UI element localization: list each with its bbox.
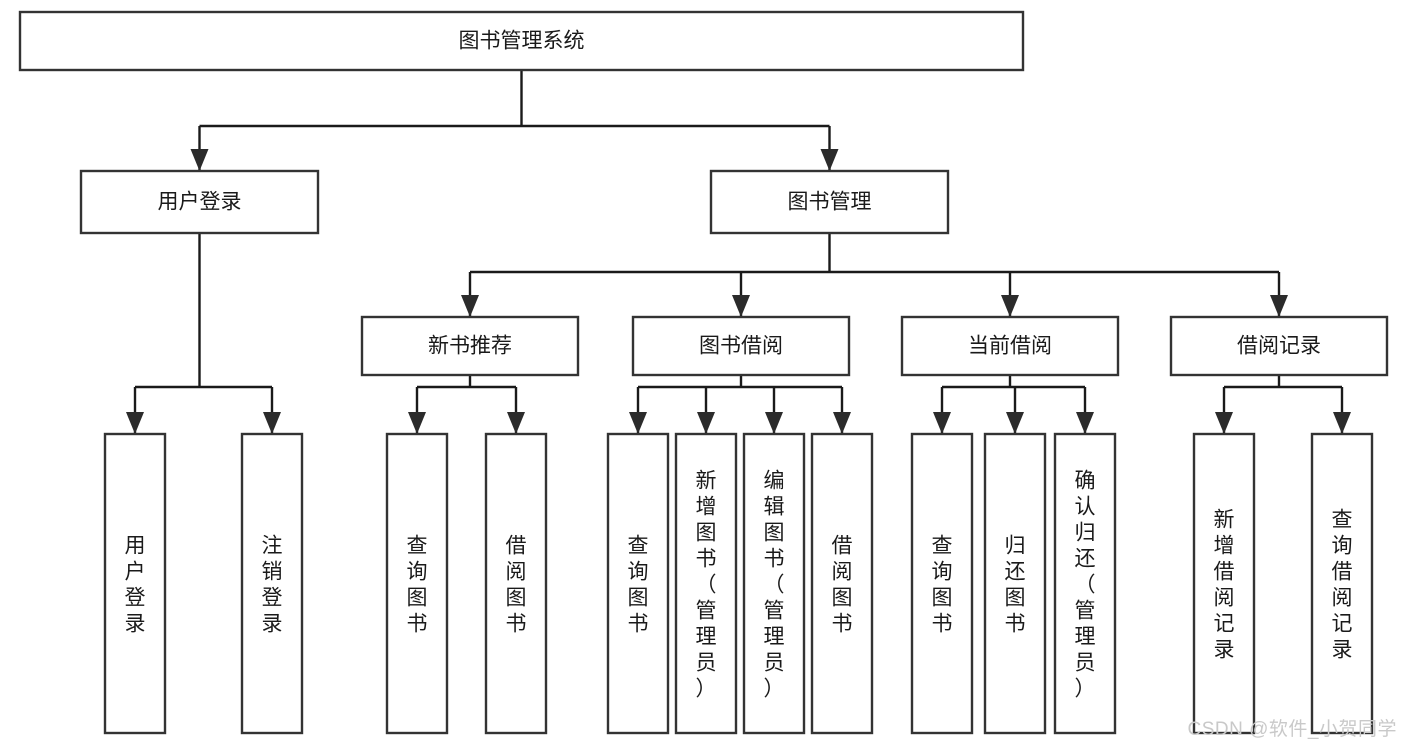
node-leaf-edit-book[interactable]: 编辑图书（管理员）	[742, 432, 806, 735]
arrow-head-icon	[408, 412, 426, 434]
arrow-head-icon	[697, 412, 715, 434]
node-box-book-manage[interactable]	[709, 169, 950, 235]
node-box-leaf-return-book[interactable]	[983, 432, 1047, 735]
node-box-leaf-user-logout[interactable]	[240, 432, 304, 735]
arrow-head-icon	[461, 295, 479, 317]
node-book-borrow[interactable]: 图书借阅	[631, 315, 851, 377]
node-label-leaf-user-logout: 注销登录	[262, 535, 283, 636]
node-label-leaf-borrow-book-2: 借阅图书	[832, 535, 853, 636]
node-box-leaf-query-book-3[interactable]	[910, 432, 974, 735]
node-box-leaf-add-record[interactable]	[1192, 432, 1256, 735]
node-label-leaf-confirm-return: 确认归还（管理员）	[1075, 470, 1096, 701]
arrow-head-icon	[263, 412, 281, 434]
arrow-head-icon	[1001, 295, 1019, 317]
node-borrow-record[interactable]: 借阅记录	[1169, 315, 1389, 377]
node-label-book-manage: 图书管理	[788, 191, 872, 214]
arrow-head-icon	[1076, 412, 1094, 434]
node-label-root: 图书管理系统	[459, 30, 585, 53]
node-label-current-borrow: 当前借阅	[968, 335, 1052, 358]
node-label-leaf-query-book-1: 查询图书	[407, 535, 428, 636]
node-label-leaf-edit-book: 编辑图书（管理员）	[764, 470, 785, 701]
arrow-head-icon	[732, 295, 750, 317]
node-label-leaf-borrow-book-1: 借阅图书	[506, 535, 527, 636]
arrow-head-icon	[190, 149, 209, 171]
node-box-borrow-record[interactable]	[1169, 315, 1389, 377]
node-leaf-add-book[interactable]: 新增图书（管理员）	[674, 432, 738, 735]
node-box-leaf-user-login[interactable]	[103, 432, 167, 735]
node-box-leaf-query-book-1[interactable]	[385, 432, 449, 735]
node-leaf-confirm-return[interactable]: 确认归还（管理员）	[1053, 432, 1117, 735]
arrow-head-icon	[933, 412, 951, 434]
node-box-leaf-query-book-2[interactable]	[606, 432, 670, 735]
node-label-book-borrow: 图书借阅	[699, 335, 783, 358]
node-leaf-query-book-2[interactable]: 查询图书	[606, 432, 670, 735]
node-user-login[interactable]: 用户登录	[79, 169, 320, 235]
connector-layer	[126, 70, 1351, 434]
arrow-head-icon	[1270, 295, 1288, 317]
node-box-leaf-borrow-book-1[interactable]	[484, 432, 548, 735]
arrow-head-icon	[126, 412, 144, 434]
node-box-leaf-borrow-book-2[interactable]	[810, 432, 874, 735]
node-label-leaf-query-book-2: 查询图书	[628, 535, 649, 636]
arrow-head-icon	[629, 412, 647, 434]
node-leaf-query-record[interactable]: 查询借阅记录	[1310, 432, 1374, 735]
node-leaf-borrow-book-1[interactable]: 借阅图书	[484, 432, 548, 735]
node-leaf-return-book[interactable]: 归还图书	[983, 432, 1047, 735]
node-box-book-borrow[interactable]	[631, 315, 851, 377]
node-box-new-book-recommend[interactable]	[360, 315, 580, 377]
node-leaf-borrow-book-2[interactable]: 借阅图书	[810, 432, 874, 735]
node-label-borrow-record: 借阅记录	[1237, 335, 1321, 358]
node-label-leaf-add-book: 新增图书（管理员）	[696, 470, 717, 701]
node-book-manage[interactable]: 图书管理	[709, 169, 950, 235]
node-label-leaf-add-record: 新增借阅记录	[1214, 509, 1235, 662]
node-label-new-book-recommend: 新书推荐	[428, 335, 512, 358]
node-label-leaf-user-login: 用户登录	[125, 535, 146, 636]
arrow-head-icon	[833, 412, 851, 434]
node-box-leaf-confirm-return[interactable]	[1053, 432, 1117, 735]
node-leaf-user-logout[interactable]: 注销登录	[240, 432, 304, 735]
arrow-head-icon	[1215, 412, 1233, 434]
node-layer: 图书管理系统用户登录图书管理新书推荐图书借阅当前借阅借阅记录用户登录注销登录查询…	[18, 10, 1389, 735]
node-root[interactable]: 图书管理系统	[18, 10, 1025, 72]
node-label-leaf-return-book: 归还图书	[1005, 535, 1026, 636]
node-box-current-borrow[interactable]	[900, 315, 1120, 377]
node-new-book-recommend[interactable]: 新书推荐	[360, 315, 580, 377]
node-current-borrow[interactable]: 当前借阅	[900, 315, 1120, 377]
node-leaf-add-record[interactable]: 新增借阅记录	[1192, 432, 1256, 735]
node-label-leaf-query-book-3: 查询图书	[932, 535, 953, 636]
node-label-user-login: 用户登录	[158, 191, 242, 214]
node-box-user-login[interactable]	[79, 169, 320, 235]
node-leaf-user-login[interactable]: 用户登录	[103, 432, 167, 735]
node-box-leaf-edit-book[interactable]	[742, 432, 806, 735]
node-label-leaf-query-record: 查询借阅记录	[1332, 509, 1353, 662]
node-box-leaf-add-book[interactable]	[674, 432, 738, 735]
node-box-root[interactable]	[18, 10, 1025, 72]
node-leaf-query-book-1[interactable]: 查询图书	[385, 432, 449, 735]
arrow-head-icon	[507, 412, 525, 434]
arrow-head-icon	[820, 149, 839, 171]
node-box-leaf-query-record[interactable]	[1310, 432, 1374, 735]
arrow-head-icon	[1006, 412, 1024, 434]
arrow-head-icon	[765, 412, 783, 434]
arrow-head-icon	[1333, 412, 1351, 434]
node-leaf-query-book-3[interactable]: 查询图书	[910, 432, 974, 735]
